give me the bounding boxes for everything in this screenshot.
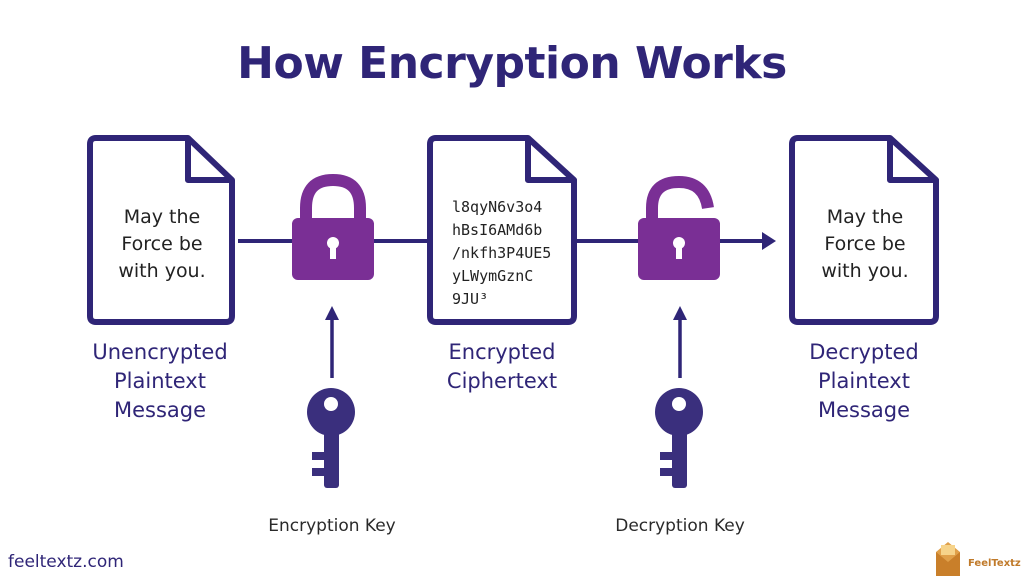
- plaintext-line: Force be: [121, 233, 203, 255]
- plaintext-line: with you.: [118, 260, 206, 282]
- decrypted-line: with you.: [821, 260, 909, 282]
- flow-arrowhead: [762, 232, 776, 250]
- caption-line: Ciphertext: [446, 369, 558, 393]
- plaintext-document-icon: [87, 135, 235, 325]
- ciphertext-line: hBsI6AMd6b: [452, 221, 543, 239]
- ciphertext-line: 9JU³: [452, 290, 489, 308]
- caption-line: Message: [113, 398, 207, 422]
- caption-line: Message: [817, 398, 911, 422]
- diagram-title: How Encryption Works: [237, 38, 787, 89]
- lock-closed-icon: [292, 173, 374, 280]
- plaintext-message: May the Force be with you.: [100, 204, 224, 285]
- caption-line: Plaintext: [114, 369, 206, 393]
- ciphertext-line: yLWymGznC: [452, 267, 534, 285]
- decrypted-message: May the Force be with you.: [802, 204, 928, 285]
- decrypted-line: Force be: [824, 233, 906, 255]
- decryption-key-icon: [655, 388, 703, 488]
- caption-line: Plaintext: [818, 369, 910, 393]
- decryption-key-label: Decryption Key: [615, 516, 745, 536]
- ciphertext-line: /nkfh3P4UE5: [452, 244, 552, 262]
- caption-encrypted: Encrypted Ciphertext: [402, 338, 602, 396]
- brand-name: FeelTextz: [968, 558, 1021, 569]
- caption-line: Decrypted: [809, 340, 919, 364]
- encryption-key-icon: [307, 388, 355, 488]
- ciphertext-document-icon: [427, 135, 577, 325]
- decryption-key-arrowhead: [673, 306, 687, 320]
- plaintext-line: May the: [123, 206, 201, 228]
- feeltextz-logo-icon: [936, 542, 960, 576]
- ciphertext-line: l8qyN6v3o4: [452, 198, 543, 216]
- ciphertext-message: l8qyN6v3o4 hBsI6AMd6b /nkfh3P4UE5 yLWymG…: [452, 196, 551, 311]
- caption-decrypted: Decrypted Plaintext Message: [764, 338, 964, 425]
- caption-line: Encrypted: [448, 340, 556, 364]
- site-url: feeltextz.com: [8, 552, 124, 572]
- caption-line: Unencrypted: [92, 340, 228, 364]
- lock-open-icon: [638, 175, 720, 280]
- decrypted-line: May the: [826, 206, 904, 228]
- encryption-key-label: Encryption Key: [268, 516, 396, 536]
- decrypted-document-icon: [789, 135, 939, 325]
- encryption-key-arrowhead: [325, 306, 339, 320]
- caption-unencrypted: Unencrypted Plaintext Message: [60, 338, 260, 425]
